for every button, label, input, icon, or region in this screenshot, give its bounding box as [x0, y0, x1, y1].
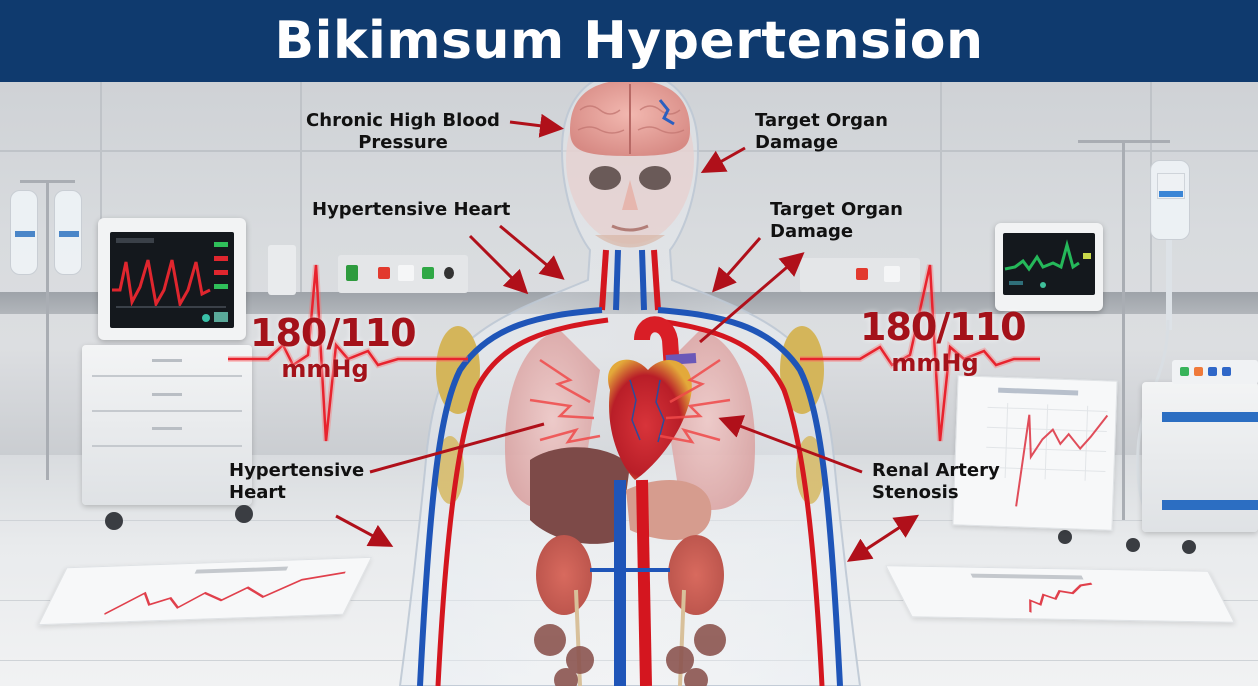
iv-bag-icon: [10, 190, 38, 275]
outlet-jack-icon: [444, 267, 454, 279]
iv-bag-icon: [1150, 160, 1190, 240]
cart-wheel: [105, 512, 123, 530]
bp-unit: mmHg: [891, 349, 979, 377]
ekg-waveform-icon: [1004, 239, 1091, 288]
ekg-waveform-icon: [112, 238, 228, 322]
label-chronic-high-blood-pressure: Chronic High Blood Pressure: [306, 110, 500, 153]
white-outlet-icon: [398, 265, 414, 281]
medical-cart-left: [82, 345, 252, 505]
bp-value: 180/110: [250, 311, 417, 355]
iv-pole-arm: [20, 180, 75, 183]
green-button-icon: [1180, 367, 1189, 376]
bp-reading-right: 180/110 mmHg: [860, 305, 1027, 378]
bp-reading-left: 180/110 mmHg: [250, 311, 417, 384]
label-target-organ-damage-top: Target Organ Damage: [755, 110, 888, 153]
blue-button-icon: [1208, 367, 1217, 376]
page-title: Bikimsum Hypertension: [274, 11, 984, 71]
patient-monitor-right: [995, 223, 1103, 311]
iv-stand-wheel: [1058, 530, 1072, 544]
wall-outlet-panel: [800, 258, 920, 292]
label-hypertensive-heart-top: Hypertensive Heart: [312, 199, 511, 220]
blue-button-icon: [1222, 367, 1231, 376]
anatomy-figure-icon: [398, 70, 862, 686]
monitor-screen: [110, 232, 234, 328]
bp-chart-paper-icon: [37, 556, 373, 626]
red-indicator-icon: [378, 267, 390, 279]
ekg-glow-left-icon: [228, 264, 468, 442]
bp-chart-paper-icon: [952, 375, 1118, 531]
medical-cart-right: [1142, 360, 1258, 532]
wall-panel-divider: [300, 82, 302, 292]
label-renal-artery-stenosis: Renal Artery Stenosis: [872, 460, 1000, 503]
red-indicator-icon: [856, 268, 868, 280]
wall-panel-divider: [100, 82, 102, 292]
cart-wheel: [1182, 540, 1196, 554]
label-hypertensive-heart-bottom: Hypertensive Heart: [229, 460, 365, 503]
iv-pole-arm: [1078, 140, 1170, 143]
bp-value: 180/110: [860, 305, 1027, 349]
ekg-glow-right-icon: [800, 264, 1040, 442]
iv-pole: [46, 180, 49, 480]
green-indicator-icon: [346, 265, 358, 281]
label-target-organ-damage-mid: Target Organ Damage: [770, 199, 903, 242]
wall-dispenser: [268, 245, 296, 295]
orange-button-icon: [1194, 367, 1203, 376]
cart-wheel: [235, 505, 253, 523]
iv-stand-wheel: [1126, 538, 1140, 552]
iv-drip-chamber: [1166, 240, 1172, 330]
wall-panel-divider: [940, 82, 942, 292]
title-banner: Bikimsum Hypertension: [0, 0, 1258, 82]
white-outlet-icon: [884, 266, 900, 282]
monitor-screen: [1003, 233, 1095, 295]
bp-unit: mmHg: [281, 355, 369, 383]
iv-bag-icon: [54, 190, 82, 275]
device-control-panel: [1172, 360, 1258, 384]
iv-pole: [1122, 140, 1125, 520]
bp-chart-paper-icon: [885, 565, 1235, 623]
patient-monitor-left: [98, 218, 246, 340]
green-indicator-icon: [422, 267, 434, 279]
wall-outlet-panel: [338, 255, 468, 293]
